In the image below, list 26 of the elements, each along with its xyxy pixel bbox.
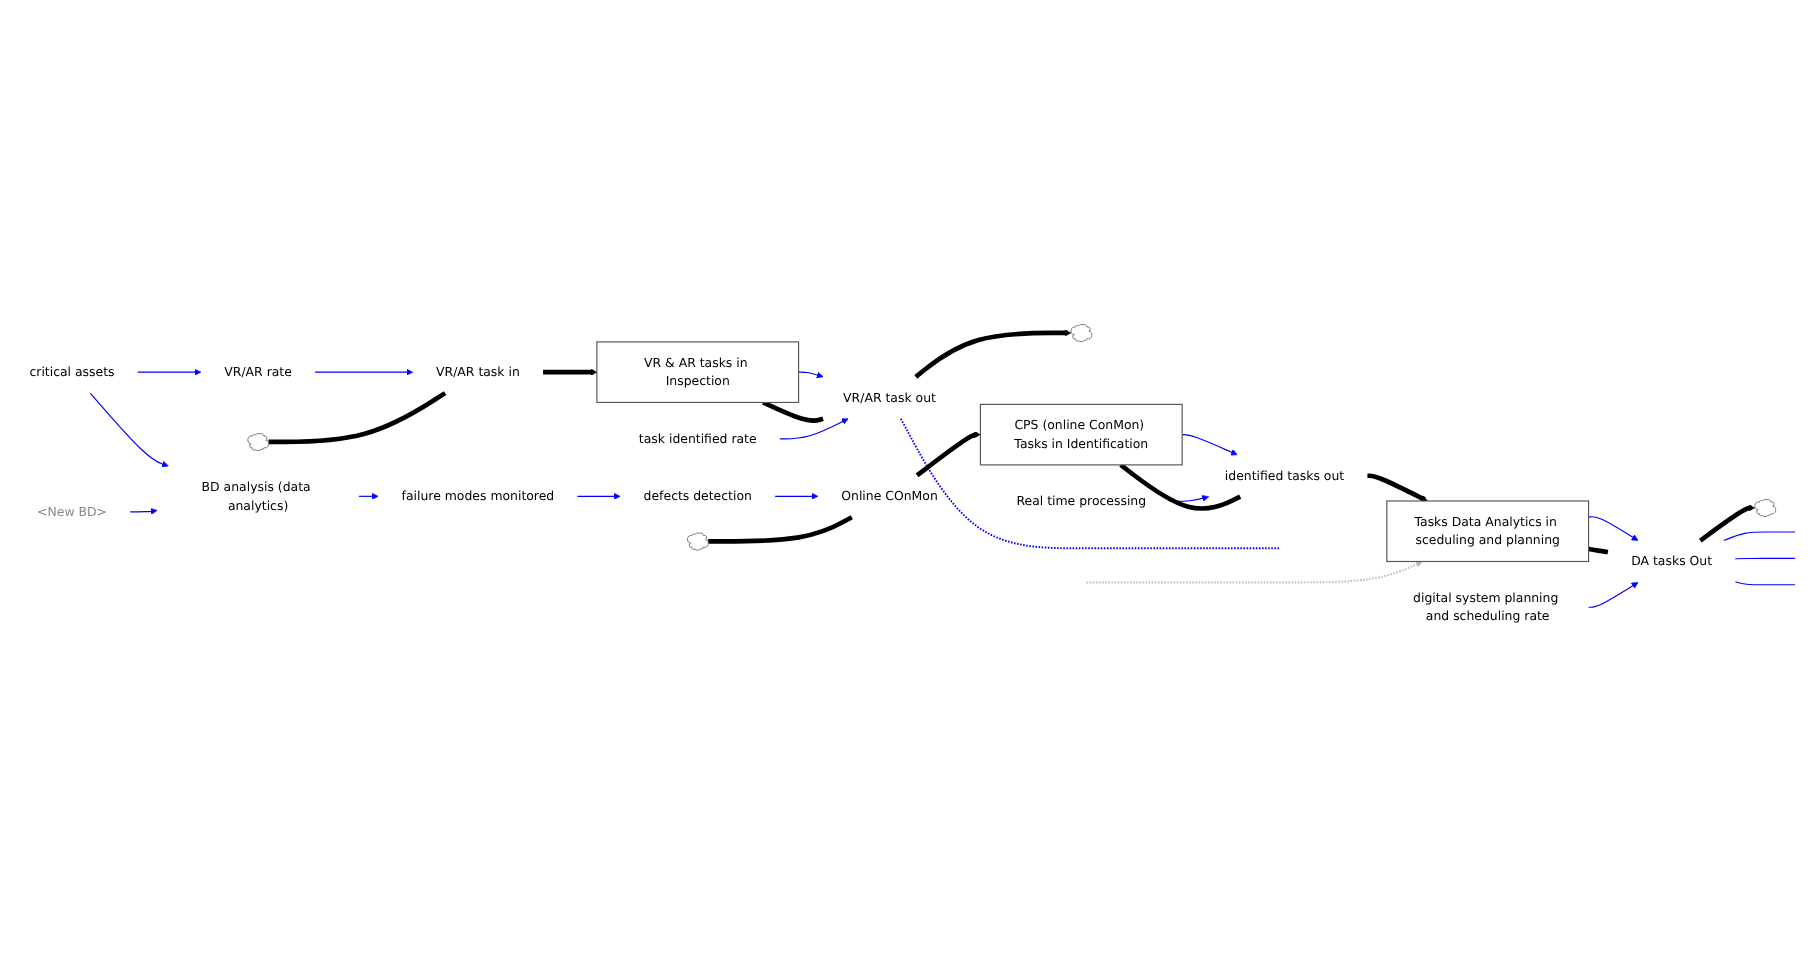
cloud-icon [1070, 324, 1093, 343]
arrow [915, 431, 981, 478]
arrow [89, 392, 169, 468]
connector [762, 400, 824, 423]
connector [1587, 546, 1609, 555]
arrow [779, 418, 849, 440]
arrow [1587, 582, 1639, 608]
arrow [914, 329, 1072, 379]
cloud-icon [687, 532, 709, 551]
arrow [358, 492, 379, 500]
arrow [543, 368, 598, 376]
arrow [1698, 504, 1756, 543]
cloud-icon [1754, 499, 1777, 518]
arrow [1168, 495, 1209, 502]
arrow [137, 368, 202, 376]
arrow [1366, 473, 1428, 502]
arrow [1085, 561, 1423, 584]
arrow [774, 492, 819, 500]
cloud-icon [247, 433, 270, 452]
arrow [1181, 434, 1238, 456]
arrow [798, 371, 824, 379]
arrow [576, 492, 621, 500]
connector [1119, 463, 1242, 511]
arrow [1587, 516, 1639, 541]
arrow [129, 507, 158, 515]
arrow [314, 368, 414, 376]
